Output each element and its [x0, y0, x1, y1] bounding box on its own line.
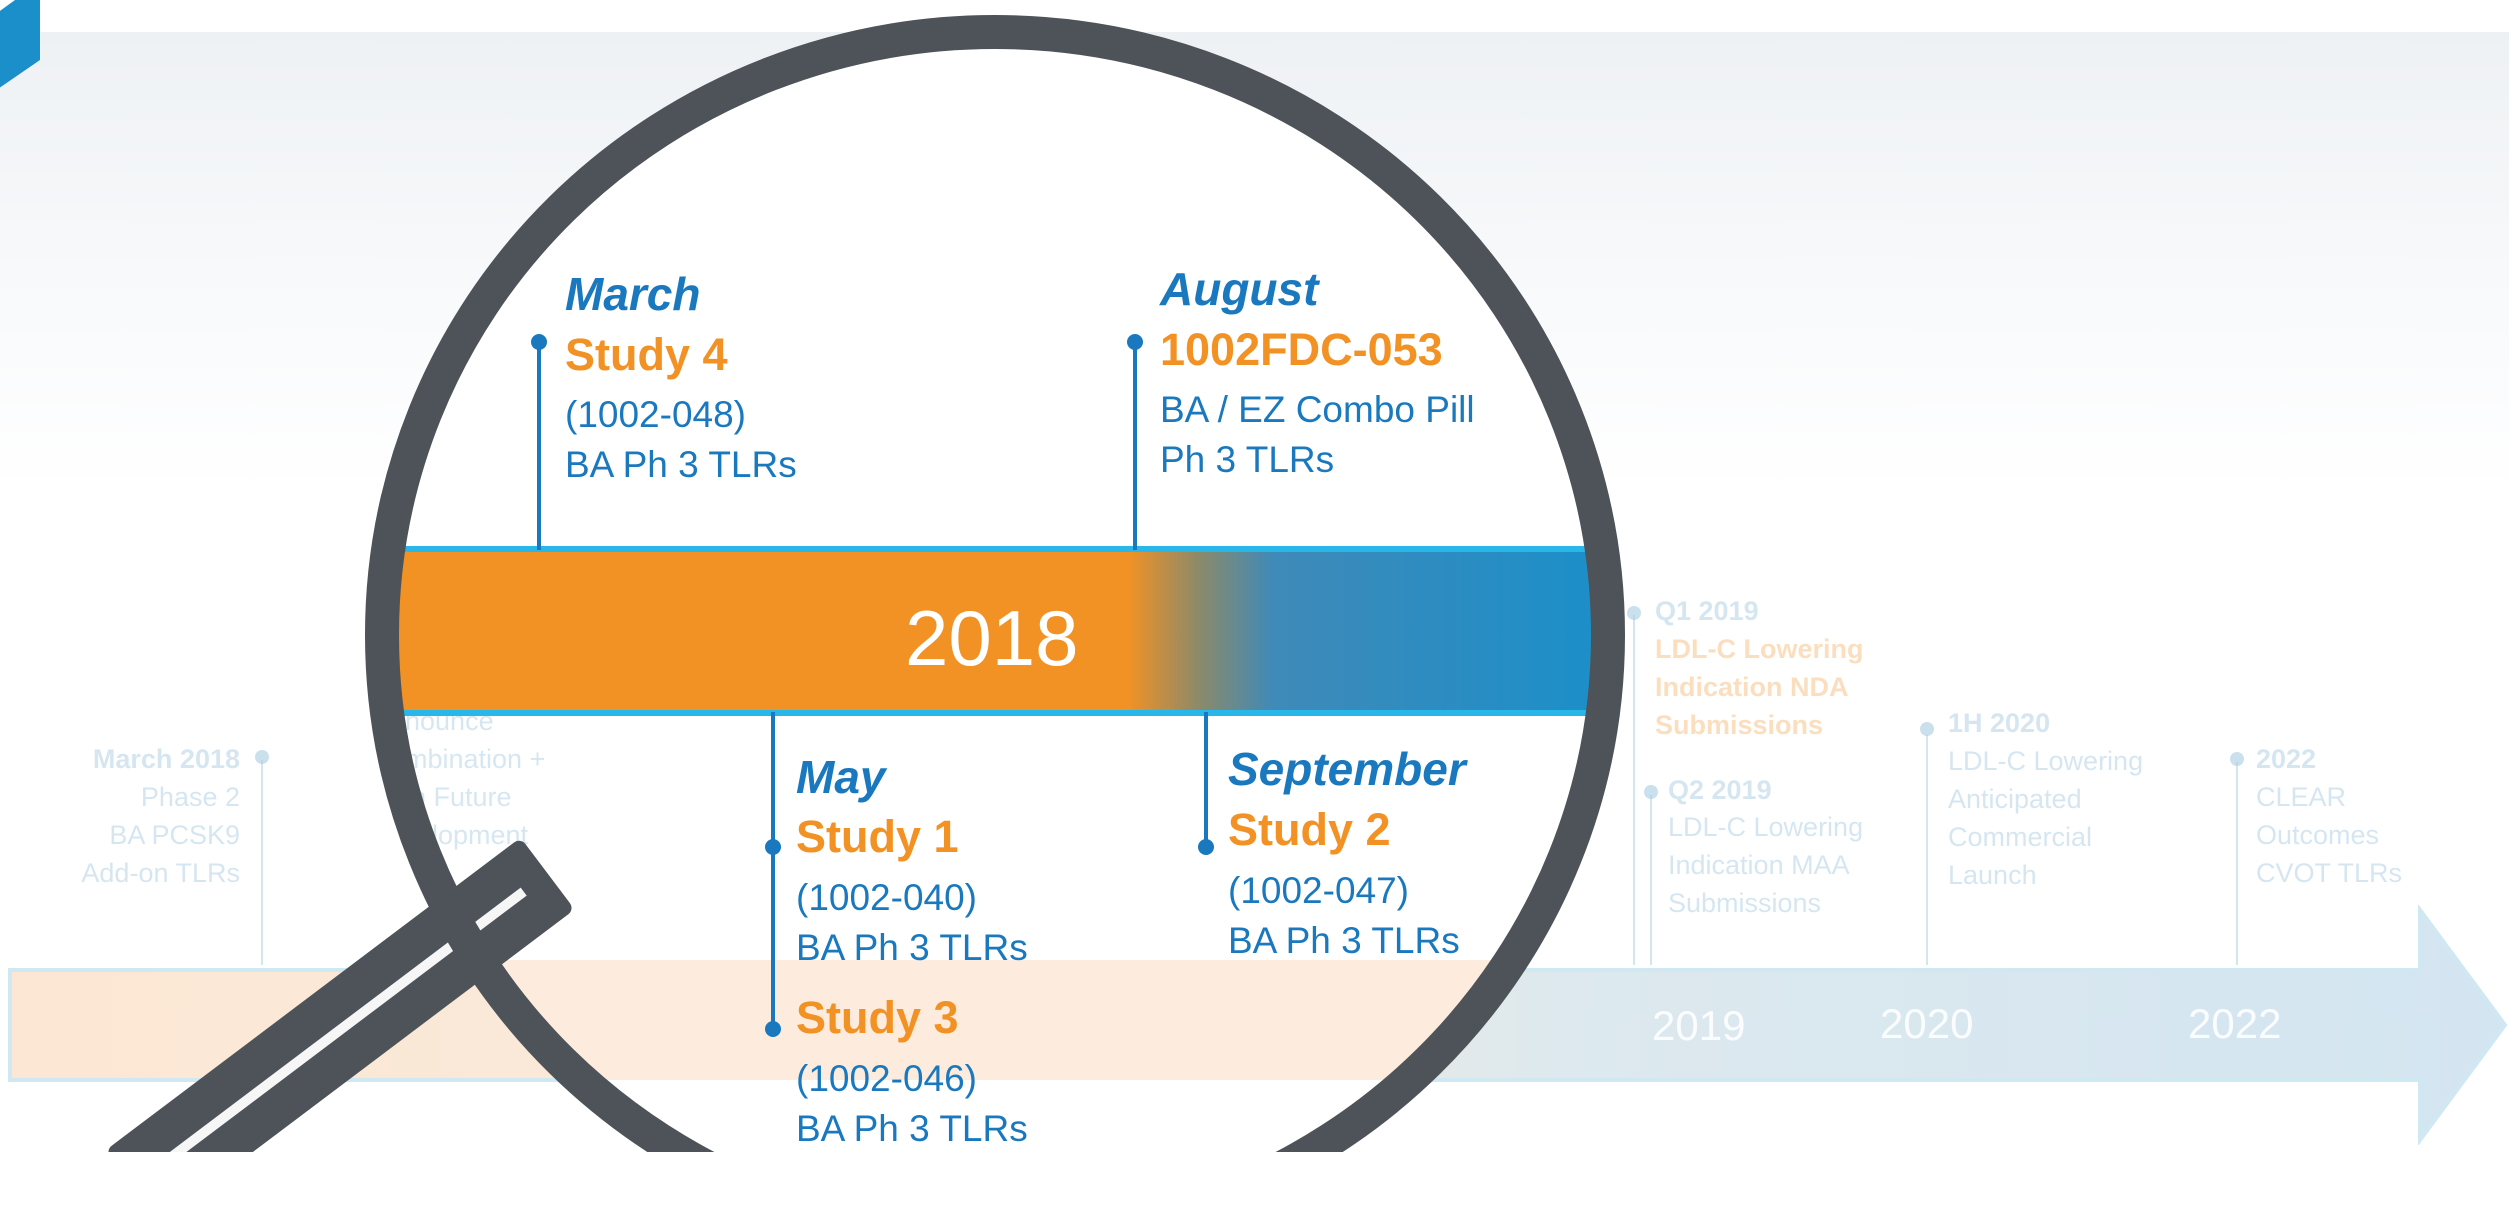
event-dot	[1198, 839, 1214, 855]
timeline-slide: March 2018 Phase 2 BA PCSK9 Add-on TLRs …	[0, 0, 2509, 1152]
ghost-event-line: Outcomes	[2256, 820, 2380, 850]
lens-arrow-band	[395, 960, 1595, 1080]
event-study: Study 4	[565, 329, 728, 380]
ghost-event-line: Add-on TLRs	[81, 858, 240, 888]
ghost-event-title: Q2 2019	[1668, 775, 1772, 805]
event-dot	[765, 1021, 781, 1037]
axis-year-label: 2020	[1880, 1000, 1974, 1047]
magnifier-lens: nounce mbination + in Future D lopment P…	[395, 45, 1595, 1225]
event-study: Study 1	[796, 811, 959, 862]
ghost-event-line: Submissions	[1655, 710, 1824, 740]
event-detail: (1002-040)	[796, 877, 978, 918]
event-detail: BA Ph 3 TLRs	[1228, 920, 1460, 961]
ghost-event-line: Indication NDA	[1655, 672, 1849, 702]
ghost-event-line: Submissions	[1668, 888, 1822, 918]
ghost-event-line: Anticipated	[1948, 784, 2082, 814]
ghost-event-title: 2022	[2256, 744, 2317, 774]
ghost-event-title: March 2018	[92, 744, 240, 774]
ghost-event-line: Phase 2	[140, 782, 240, 812]
event-detail: (1002-048)	[565, 394, 747, 435]
year-bar-2018	[395, 546, 1595, 716]
event-study: 1002FDC-053	[1160, 324, 1443, 375]
ghost-event-line: Launch	[1948, 860, 2037, 890]
event-month: August	[1160, 263, 1319, 315]
ghost-event-line: LDL-C Lowering	[1655, 634, 1864, 664]
event-dot	[531, 334, 547, 350]
event-detail: BA Ph 3 TLRs	[796, 1108, 1028, 1149]
event-month: March	[565, 268, 701, 320]
company-logo-icon	[0, 0, 40, 88]
event-detail: (1002-047)	[1228, 870, 1410, 911]
axis-year-label: 2019	[1652, 1002, 1746, 1049]
event-detail: Ph 3 TLRs	[1160, 439, 1335, 480]
event-detail: BA Ph 3 TLRs	[565, 444, 797, 485]
ghost-event-line: CLEAR	[2256, 782, 2347, 812]
event-dot	[765, 839, 781, 855]
ghost-event-line: mbination +	[405, 744, 546, 774]
event-connector	[1204, 712, 1208, 847]
ghost-event-line: Commercial	[1948, 822, 2093, 852]
event-month: May	[796, 751, 886, 803]
title-strip	[0, 0, 2509, 32]
ghost-event-title: Q1 2019	[1655, 596, 1759, 626]
event-detail: BA Ph 3 TLRs	[796, 927, 1028, 968]
year-bar-label: 2018	[905, 594, 1079, 682]
event-study: Study 2	[1228, 804, 1391, 855]
ghost-event-line: Indication MAA	[1668, 850, 1850, 880]
ghost-event-title: 1H 2020	[1948, 708, 2051, 738]
ghost-event-line: LDL-C Lowering	[1948, 746, 2144, 776]
magnifier-glass-icon	[108, 15, 1625, 1152]
ghost-event-line: LDL-C Lowering	[1668, 812, 1864, 842]
event-connector	[1133, 340, 1137, 550]
event-study: Study 3	[796, 992, 959, 1043]
event-month: September	[1228, 743, 1466, 795]
event-detail: BA / EZ Combo Pill	[1160, 389, 1475, 430]
event-detail: (1002-046)	[796, 1058, 978, 1099]
event-connector	[771, 712, 775, 1030]
ghost-event-line: BA PCSK9	[109, 820, 240, 850]
ghost-event-line: CVOT TLRs	[2256, 858, 2403, 888]
event-dot	[1127, 334, 1143, 350]
event-connector	[537, 340, 541, 550]
axis-year-label: 2022	[2188, 1000, 2282, 1047]
